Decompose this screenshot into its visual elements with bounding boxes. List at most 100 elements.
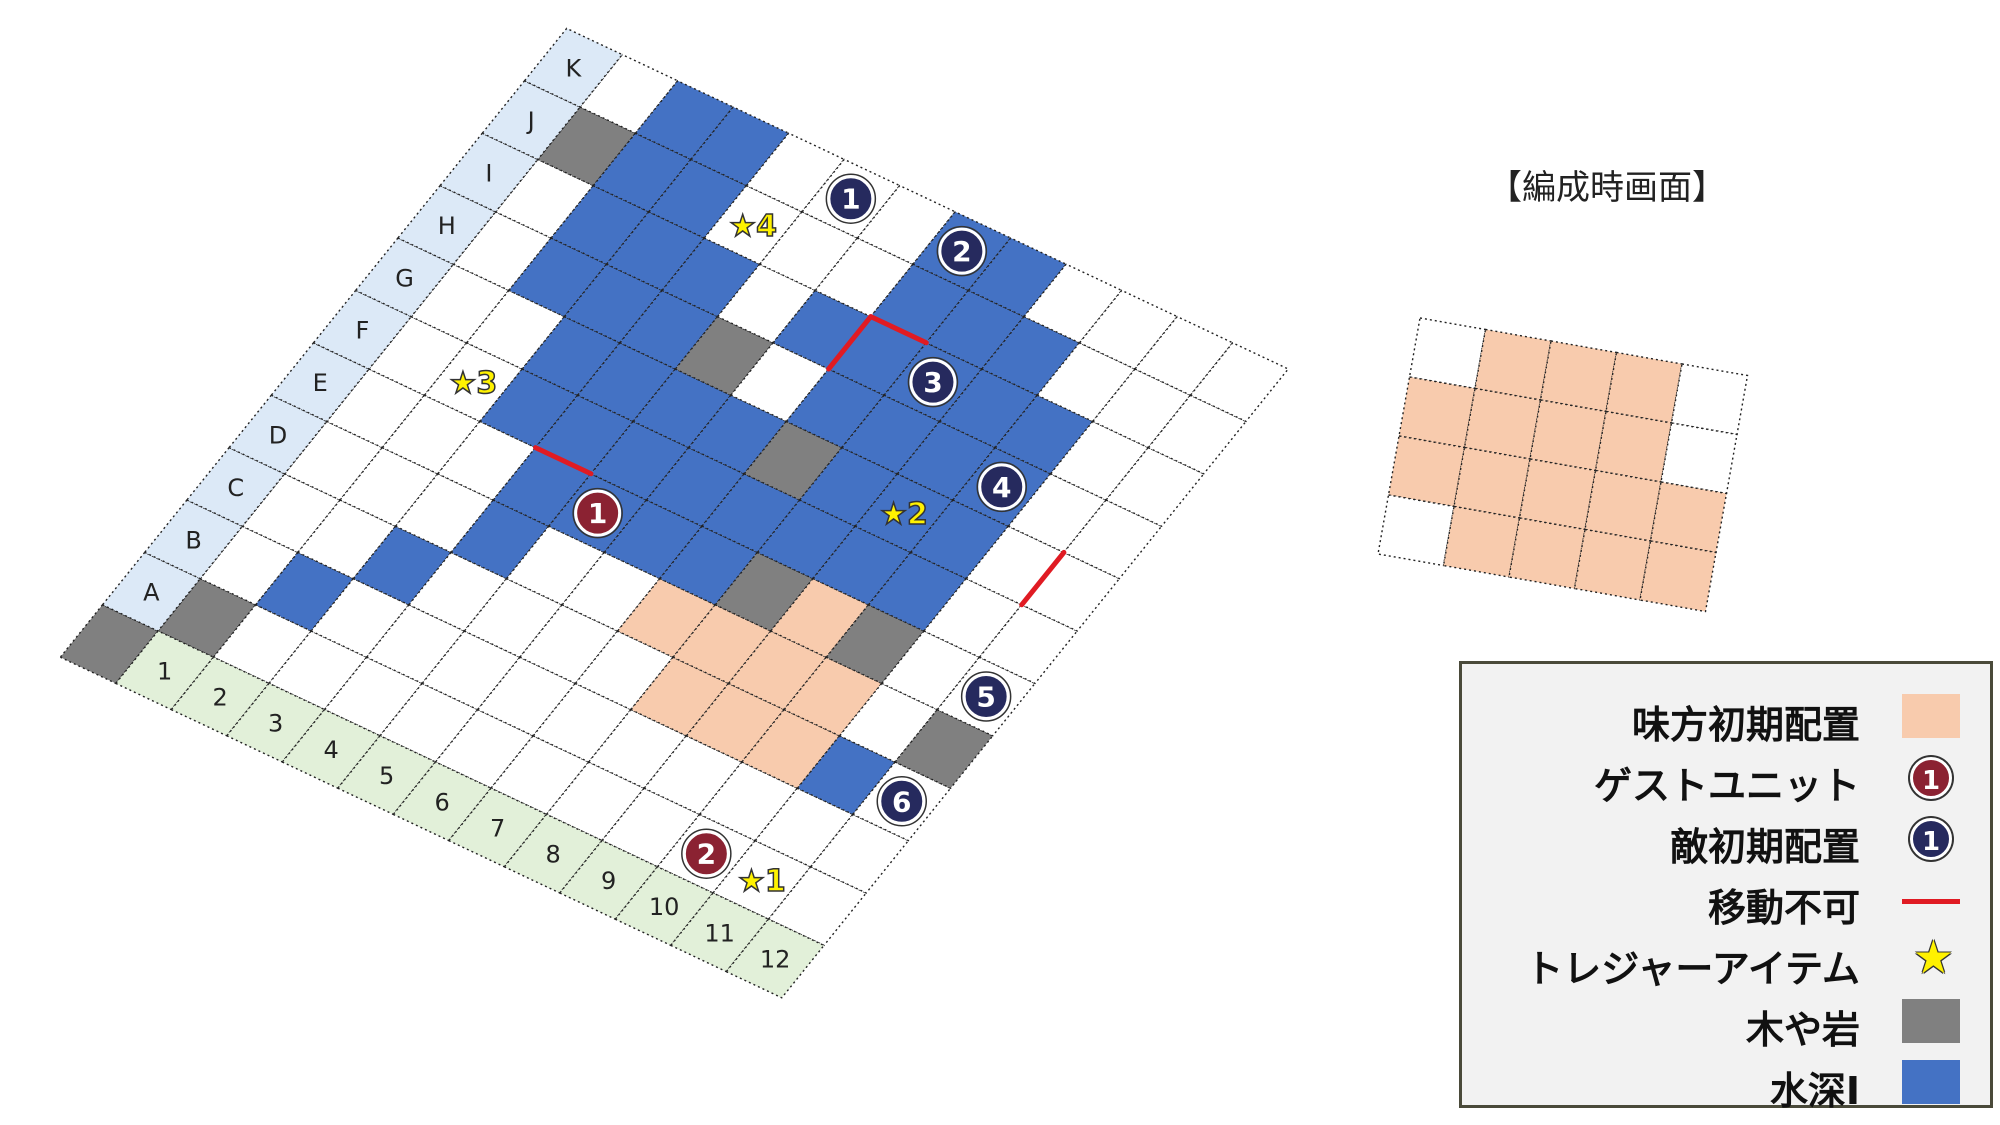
legend-label: 移動不可 bbox=[1707, 886, 1860, 930]
map-tile bbox=[518, 603, 619, 685]
water-tile bbox=[352, 525, 453, 606]
col-label: 5 bbox=[379, 762, 394, 790]
blocked-tile bbox=[714, 551, 815, 632]
row-label-cell bbox=[438, 132, 539, 213]
water-tile bbox=[605, 210, 706, 292]
movement-walls bbox=[533, 314, 1067, 608]
col-label-cell bbox=[225, 682, 326, 763]
legend-label: 味方初期配置 bbox=[1631, 703, 1860, 747]
row-label: H bbox=[438, 212, 456, 240]
water-tile bbox=[647, 158, 748, 239]
row-label-cell bbox=[481, 79, 582, 161]
map-tile bbox=[1049, 420, 1150, 501]
formation-ally-tile bbox=[1605, 351, 1683, 424]
map-tile bbox=[856, 184, 957, 266]
ally-tile bbox=[769, 577, 870, 659]
water-tile bbox=[689, 106, 790, 187]
water-tile bbox=[687, 394, 788, 475]
map-tile bbox=[476, 656, 577, 737]
blocked-swatch bbox=[1902, 999, 1960, 1043]
map-tile bbox=[809, 813, 910, 894]
map-tile bbox=[1189, 341, 1290, 423]
map-tile bbox=[1078, 289, 1179, 370]
map-tile bbox=[199, 525, 300, 606]
blocked-tile bbox=[536, 106, 637, 187]
map-tile bbox=[578, 53, 679, 135]
map-tile bbox=[1062, 499, 1163, 580]
legend-row-wall: 移動不可 bbox=[1462, 869, 1990, 930]
impassable-wall bbox=[868, 314, 929, 346]
map-tile bbox=[1147, 394, 1248, 475]
map-tile bbox=[1104, 446, 1205, 528]
row-label-cell bbox=[143, 499, 244, 580]
legend-row-guest: ゲストユニット 1 bbox=[1462, 747, 1990, 808]
col-label-cell bbox=[281, 708, 382, 790]
map-tile bbox=[365, 603, 466, 685]
map-tile bbox=[1022, 263, 1123, 344]
col-label: 1 bbox=[157, 657, 172, 685]
map-tile bbox=[463, 577, 564, 659]
formation-ally-tile bbox=[1639, 540, 1717, 613]
ally-tile bbox=[782, 656, 883, 737]
formation-ally-tile bbox=[1508, 517, 1586, 590]
impassable-wall bbox=[826, 314, 874, 372]
map-tile bbox=[814, 237, 915, 318]
col-label: 6 bbox=[435, 788, 450, 816]
legend-label: 木や岩 bbox=[1745, 1008, 1860, 1052]
legend-label: 敵初期配置 bbox=[1669, 825, 1860, 869]
ally-swatch bbox=[1902, 694, 1960, 738]
row-label-cell bbox=[185, 446, 286, 528]
water-tile bbox=[785, 368, 886, 449]
star-icon: ★ bbox=[1912, 930, 1954, 984]
water-tile bbox=[563, 263, 664, 344]
row-label: J bbox=[526, 107, 535, 135]
row-label: D bbox=[269, 422, 287, 450]
col-label: 3 bbox=[268, 710, 283, 738]
legend-label: ゲストユニット bbox=[1593, 764, 1860, 808]
row-label: F bbox=[355, 317, 369, 345]
row-label: I bbox=[485, 160, 492, 188]
col-label-cell bbox=[558, 839, 659, 921]
water-tile bbox=[771, 289, 872, 370]
blocked-tile bbox=[893, 708, 994, 790]
ally-tile bbox=[685, 682, 786, 763]
formation-ally-tile bbox=[1573, 528, 1652, 601]
enemy-unit-badge bbox=[962, 673, 1010, 720]
formation-title: 【編成時画面】 bbox=[1488, 168, 1726, 208]
map-tile bbox=[241, 472, 342, 554]
col-label: 9 bbox=[601, 867, 616, 895]
guest-unit-badge-ring bbox=[681, 828, 732, 879]
map-grid bbox=[59, 53, 1290, 947]
water-tile bbox=[867, 551, 968, 632]
impassable-wall bbox=[533, 445, 594, 477]
blocked-tile bbox=[674, 315, 775, 397]
legend-row-water: 水深Ⅰ bbox=[1462, 1052, 1990, 1113]
formation-tile bbox=[1660, 422, 1738, 495]
map-tile bbox=[587, 708, 688, 790]
map-tile bbox=[729, 341, 830, 423]
col-label: 8 bbox=[546, 841, 561, 869]
ally-tile bbox=[629, 656, 730, 737]
col-label: 4 bbox=[324, 736, 339, 764]
col-label-cell bbox=[392, 761, 493, 842]
col-label: 10 bbox=[649, 893, 680, 921]
formation-ally-tile bbox=[1453, 446, 1531, 519]
water-tile bbox=[632, 368, 733, 449]
row-label: K bbox=[565, 55, 582, 83]
enemy-unit-badge-ring bbox=[876, 776, 927, 827]
map-tile bbox=[1020, 551, 1121, 632]
map-tile bbox=[394, 472, 495, 554]
map-tile bbox=[560, 551, 661, 632]
map-tile bbox=[367, 315, 468, 397]
water-tile bbox=[896, 420, 997, 501]
water-tile bbox=[827, 315, 928, 397]
map-tile bbox=[1133, 315, 1234, 397]
water-tile bbox=[254, 551, 355, 632]
legend-label: トレジャーアイテム bbox=[1525, 947, 1860, 991]
water-tile bbox=[993, 394, 1094, 475]
col-label: 2 bbox=[213, 684, 228, 712]
row-label-cell bbox=[101, 551, 202, 632]
